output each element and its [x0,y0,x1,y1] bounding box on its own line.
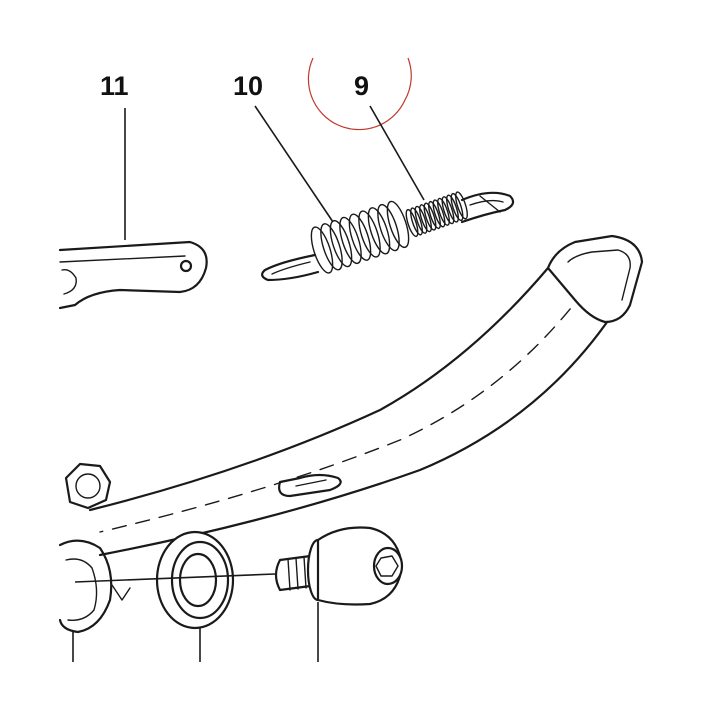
highlight-circle [307,57,412,131]
pivot-housing [58,539,131,634]
callout-label-9: 9 [354,71,369,101]
spring-fine-coil [446,194,459,223]
spring-coil [358,210,381,258]
hex-nut [64,462,112,510]
spring-coil [367,207,391,255]
side-stand-leg [88,234,644,557]
callout-label-10: 10 [233,71,263,101]
spring-coil [339,216,362,265]
bracket-arm-part-11 [58,240,208,310]
spring-fine-coil [405,208,419,238]
washer [155,530,235,630]
spring-coil [348,213,372,261]
spring-fine-coil [410,207,423,236]
spring-fine-coil [437,197,450,226]
spring-fine-coil [432,199,446,228]
spring-coil [386,200,410,249]
shoulder-bolt [274,526,404,606]
spring-coil [320,223,343,271]
tension-spring-part-10 [261,191,515,282]
spring-coil [329,219,353,268]
spring-fine-coil [423,202,437,231]
leader-line-10 [254,105,334,223]
spring-fine-coil [441,196,455,225]
center-line [74,573,276,583]
spring-coil [310,226,334,274]
spring-fine-coil [414,205,428,234]
spring-fine-coil [419,204,432,233]
callout-label-11: 11 [100,71,129,101]
spring-coil [377,203,400,252]
spring-fine-coil [455,191,468,220]
spring-fine-coil [428,200,441,230]
leader-line-9 [369,105,425,201]
spring-fine-coil [450,192,464,222]
